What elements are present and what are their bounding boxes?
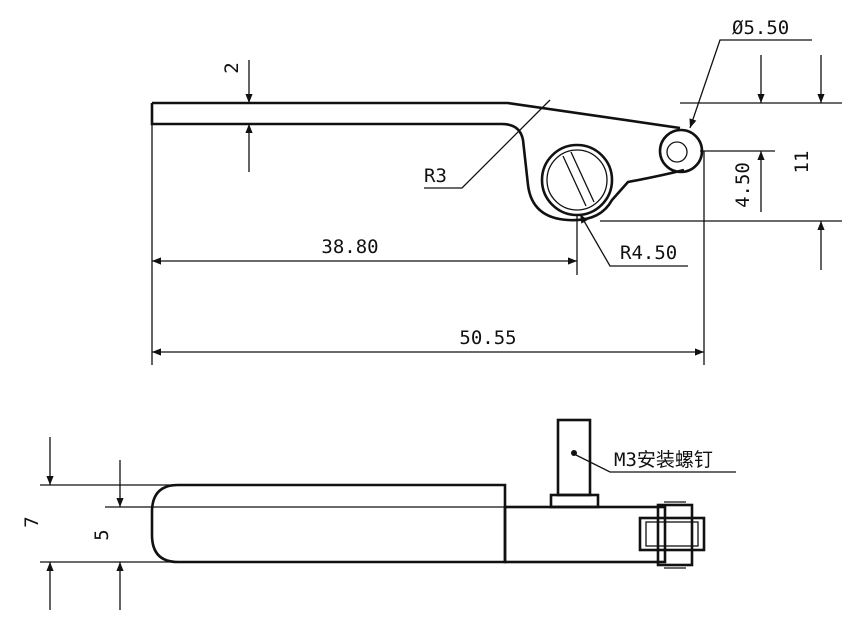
pin-inner bbox=[666, 141, 688, 163]
screw-head bbox=[549, 493, 600, 509]
leader-line bbox=[424, 99, 551, 189]
top-view: 2 R3 38.80 50.55 R4.50 Ø5.50 4.50 11 bbox=[150, 17, 842, 365]
dim-pin-diameter-label: Ø5.50 bbox=[732, 17, 789, 39]
roller-inner bbox=[645, 521, 699, 547]
roller-body bbox=[638, 516, 706, 552]
dim-screw-radius-label: R4.50 bbox=[620, 242, 677, 264]
dim-outer-width-label: 7 bbox=[21, 516, 43, 527]
arm-outline bbox=[150, 483, 507, 564]
dim-thickness-label: 2 bbox=[221, 62, 243, 73]
screw-marker bbox=[571, 450, 577, 456]
screw-slot bbox=[570, 151, 595, 203]
dim-screw-center-label: 38.80 bbox=[321, 236, 378, 258]
screw-head-inner bbox=[546, 149, 608, 211]
screw-note-label: M3安装螺钉 bbox=[614, 449, 713, 471]
dim-pin-offset-label: 4.50 bbox=[732, 162, 754, 208]
leader-line bbox=[689, 39, 812, 129]
screw-slot bbox=[562, 155, 587, 207]
lever-outline bbox=[150, 101, 685, 222]
dim-height-label: 11 bbox=[791, 151, 813, 174]
screw-head-outer bbox=[540, 143, 614, 217]
side-view: 7 5 M3安装螺钉 bbox=[21, 418, 736, 610]
roller-frame bbox=[656, 503, 694, 567]
dim-total-length-label: 50.55 bbox=[459, 327, 516, 349]
pin-outer bbox=[658, 128, 704, 174]
dim-inner-radius-label: R3 bbox=[424, 165, 447, 187]
leader-line bbox=[575, 454, 736, 473]
leader-line bbox=[579, 213, 688, 267]
dim-arm-width-label: 5 bbox=[91, 529, 113, 540]
screw-shank bbox=[556, 418, 592, 497]
